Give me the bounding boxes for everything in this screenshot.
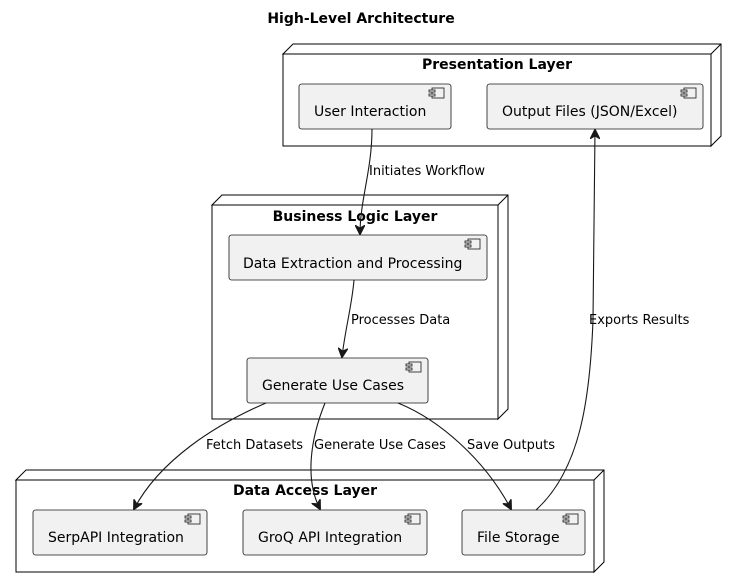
diagram-title: High-Level Architecture [267,11,454,27]
component-label: User Interaction [314,104,426,120]
edge-generate-use-cases: Generate Use Cases [310,402,446,509]
component-label: File Storage [477,530,560,546]
edge-exports-results: Exports Results [535,130,690,511]
component-data-extraction: Data Extraction and Processing [228,234,488,281]
edge-processes-data: Processes Data [342,279,450,357]
component-serpapi: SerpAPI Integration [32,509,208,556]
component-icon [184,513,201,525]
component-groq: GroQ API Integration [242,509,428,556]
component-user-interaction: User Interaction [298,83,452,130]
business-logic-layer-title: Business Logic Layer [273,209,438,225]
presentation-layer-title: Presentation Layer [422,57,572,73]
component-icon [464,238,481,250]
component-generate-use-cases: Generate Use Cases [246,357,429,404]
component-icon [562,513,579,525]
edge-save-outputs: Save Outputs [397,402,555,509]
component-label: Generate Use Cases [262,378,404,394]
component-icon [428,87,445,99]
edge-label: Fetch Datasets [206,438,303,453]
edge-initiates-workflow: Initiates Workflow [360,128,485,234]
edge-fetch-datasets: Fetch Datasets [134,402,303,509]
edge-label: Exports Results [589,313,690,328]
edge-label: Save Outputs [467,438,555,453]
data-access-layer-title: Data Access Layer [233,483,377,499]
edge-label: Generate Use Cases [314,438,446,453]
edge-label: Initiates Workflow [369,164,485,179]
component-file-storage: File Storage [461,509,586,556]
component-label: GroQ API Integration [258,530,402,546]
component-output-files: Output Files (JSON/Excel) [486,83,704,130]
component-label: SerpAPI Integration [48,530,184,546]
component-icon [404,513,421,525]
component-label: Output Files (JSON/Excel) [502,104,678,120]
edge-label: Processes Data [351,313,450,328]
component-label: Data Extraction and Processing [243,256,462,272]
component-icon [680,87,697,99]
component-icon [405,361,422,373]
